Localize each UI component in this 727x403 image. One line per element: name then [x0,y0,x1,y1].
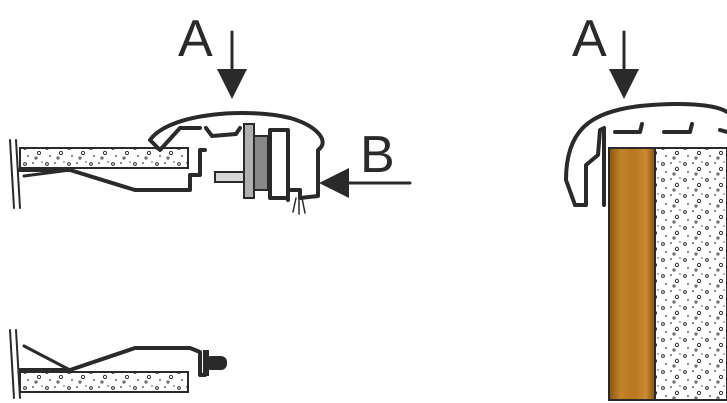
foam-board-bottom [19,371,189,393]
wall-hatch-top [9,139,21,209]
foam-board-top [19,147,189,169]
wall-hatch-bottom [9,329,21,399]
backing-rail-bottom [18,346,207,377]
wood-panel [608,147,656,401]
label-a-right: A [572,10,607,68]
snap-frame-profile-right [564,102,727,207]
backing-rail-top [18,148,207,192]
arrow-a-left: A [178,10,247,99]
snap-frame-profile-top [148,111,325,202]
mounting-pin [205,356,227,370]
arrow-b: B [319,126,412,198]
right-assembly [564,102,727,401]
arrow-a-right: A [572,10,639,99]
label-b: B [360,126,395,184]
left-top-assembly [9,111,325,215]
foam-panel [654,147,727,401]
label-a-left: A [178,10,213,68]
left-bottom-assembly [9,329,227,399]
